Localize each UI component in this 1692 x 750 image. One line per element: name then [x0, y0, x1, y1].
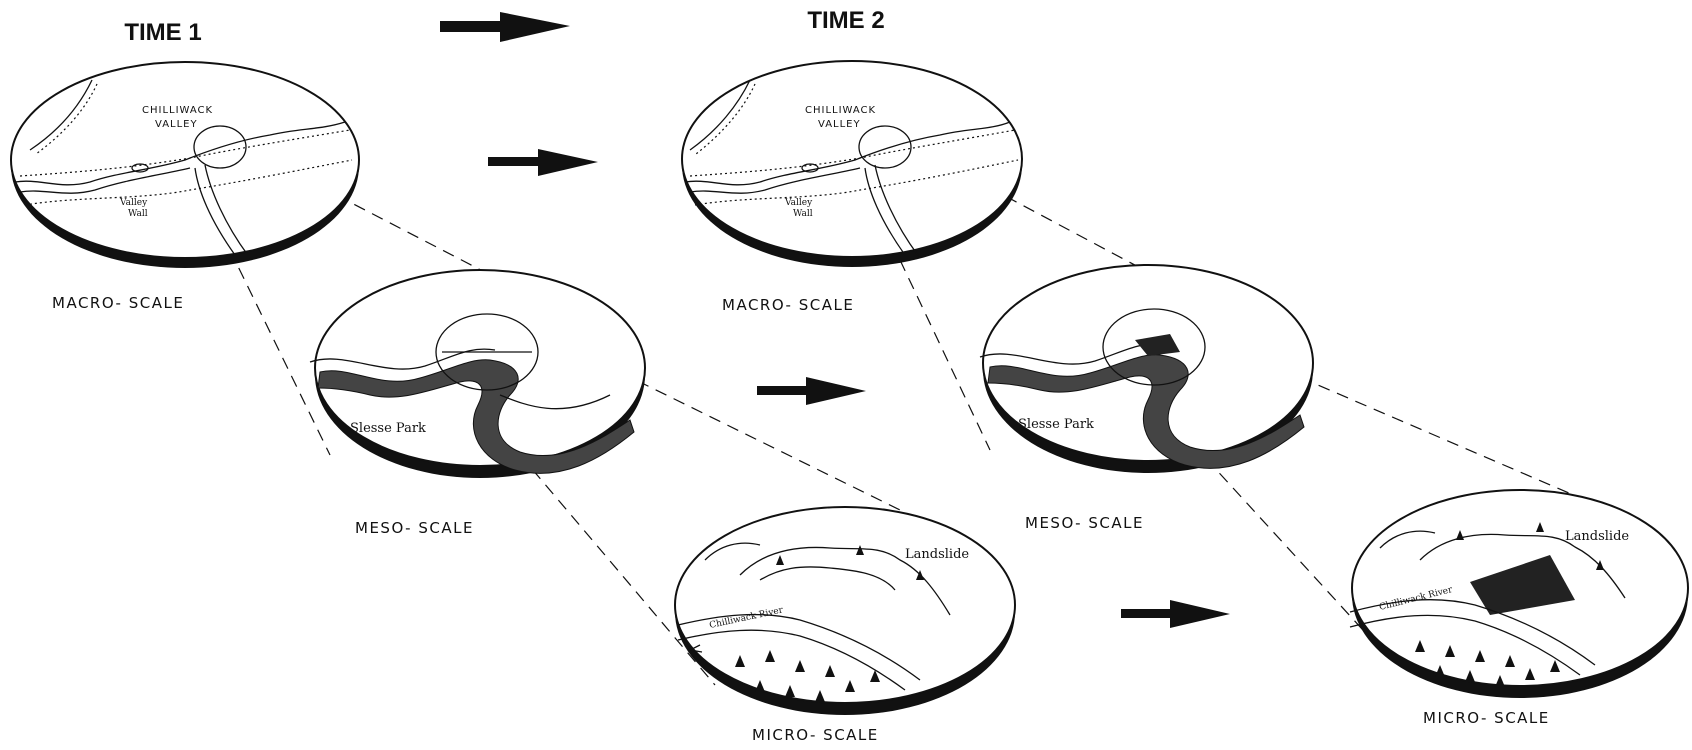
chilliwack-label-line1-time2: CHILLIWACK	[805, 105, 876, 116]
valley-wall-label-line1: Valley	[119, 198, 148, 208]
macro-disk-time1: CHILLIWACK VALLEY Valley Wall	[11, 62, 359, 268]
arrow-right-icon	[757, 377, 866, 405]
time2-title: TIME 2	[807, 7, 884, 34]
valley-wall-label-line2-time2: Wall	[793, 209, 813, 219]
valley-wall-label-line2: Wall	[128, 209, 148, 219]
chilliwack-label-line1: CHILLIWACK	[142, 105, 213, 116]
slesse-park-label-time2: Slesse Park	[1018, 417, 1094, 432]
chilliwack-label-line2-time2: VALLEY	[818, 119, 861, 130]
meso-scale-label-time1: MESO- SCALE	[355, 519, 474, 537]
micro-scale-label-time1: MICRO- SCALE	[752, 726, 879, 744]
meso-disk-time2: Slesse Park	[980, 265, 1313, 473]
arrow-right-icon	[1121, 600, 1230, 628]
arrow-right-icon	[488, 149, 598, 176]
macro-disk-time2: CHILLIWACK VALLEY Valley Wall	[682, 61, 1022, 267]
chilliwack-label-line2: VALLEY	[155, 119, 198, 130]
landslide-label-time2: Landslide	[1565, 529, 1629, 544]
macro-scale-label-time1: MACRO- SCALE	[52, 294, 184, 312]
meso-scale-label-time2: MESO- SCALE	[1025, 514, 1144, 532]
arrow-right-icon	[440, 12, 570, 42]
landslide-label-time1: Landslide	[905, 547, 969, 562]
micro-disk-time1: Chilliwack River Landslide	[675, 507, 1015, 715]
micro-disk-time2: Chilliwack River Landslide	[1350, 490, 1688, 698]
slesse-park-label-time1: Slesse Park	[350, 421, 426, 436]
valley-wall-label-line1-time2: Valley	[784, 198, 813, 208]
micro-scale-label-time2: MICRO- SCALE	[1423, 709, 1550, 727]
time1-title: TIME 1	[124, 19, 201, 46]
meso-disk-time1: Slesse Park	[310, 270, 645, 478]
macro-scale-label-time2: MACRO- SCALE	[722, 296, 854, 314]
